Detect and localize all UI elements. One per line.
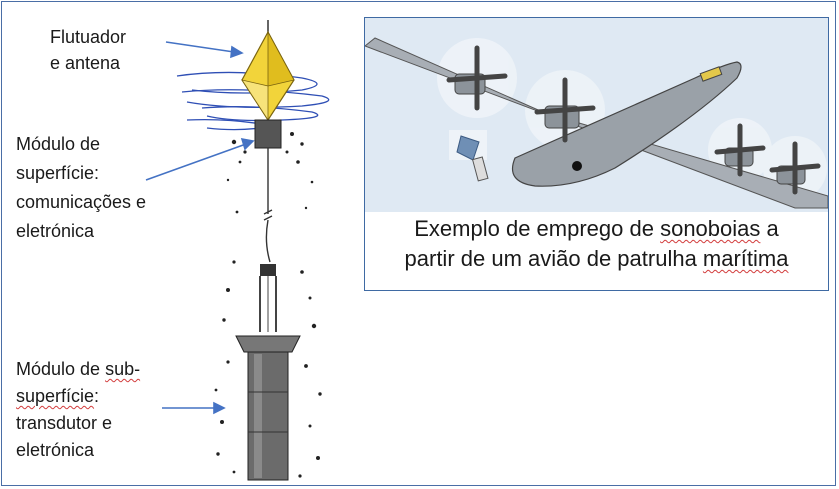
suspension-cable xyxy=(263,148,273,263)
surface-module xyxy=(254,119,282,149)
float-antenna xyxy=(241,20,295,122)
bubbles xyxy=(214,260,322,478)
subsurface-module-label: Módulo de sub- superfície: transdutor e … xyxy=(16,359,141,460)
surface-module-label: Módulo de superfície: comunicações e ele… xyxy=(16,134,147,241)
dropped-sonobuoy xyxy=(449,130,489,182)
aircraft-caption: Exemplo de emprego de sonoboias a partir… xyxy=(404,216,789,271)
aircraft-example-panel: Exemplo de emprego de sonoboias a partir… xyxy=(364,17,829,291)
aircraft-illustration xyxy=(365,18,828,212)
sonobuoy-illustration xyxy=(145,20,330,481)
splash-dots xyxy=(226,132,314,214)
subsurface-module xyxy=(235,335,301,481)
float-label: Flutuador e antena xyxy=(50,27,127,73)
arrow-right-icon xyxy=(145,137,255,181)
arrow-right-icon xyxy=(162,401,226,415)
arrow-right-icon xyxy=(165,41,244,59)
water-surface-lines xyxy=(176,71,330,131)
